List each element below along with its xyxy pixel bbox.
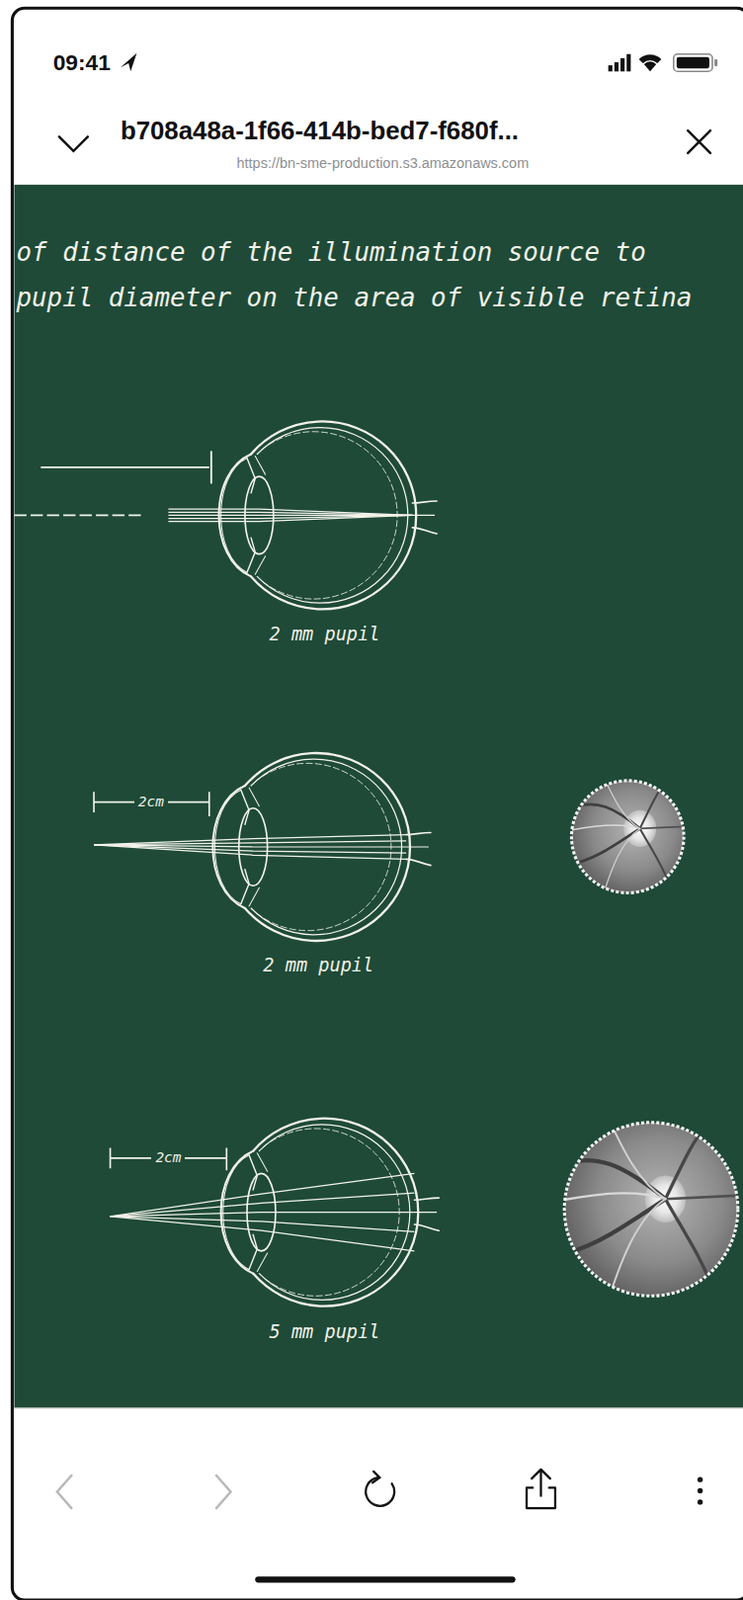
battery-level	[676, 57, 710, 69]
ray	[93, 844, 407, 853]
pupil-label: 2 mm pupil	[269, 623, 381, 646]
battery-tip	[714, 59, 718, 67]
toolbar-divider	[13, 1406, 743, 1408]
status-time: 09:41	[53, 49, 111, 77]
back-button	[57, 1475, 72, 1508]
pupil-label: 5 mm pupil	[269, 1320, 381, 1343]
close-icon	[687, 130, 711, 154]
ray	[110, 1216, 415, 1232]
retinal-vessels	[501, 1084, 743, 1330]
signal-bar	[626, 54, 631, 73]
menu-dot	[697, 1476, 703, 1482]
light-rays	[110, 1172, 438, 1250]
share-button	[526, 1469, 556, 1508]
ray	[110, 1172, 415, 1216]
signal-bar	[620, 58, 625, 72]
menu-dot	[697, 1487, 703, 1493]
chalkboard-heading: of distance of the illumination source t…	[16, 229, 724, 322]
chalkboard	[13, 184, 743, 1408]
fundus-view	[501, 1084, 743, 1330]
reload-button	[365, 1477, 395, 1506]
collapse-chevron	[59, 136, 88, 151]
wifi-icon	[639, 54, 662, 72]
ray	[110, 1216, 415, 1251]
forward-button	[216, 1475, 231, 1508]
distance-label: 2cm	[151, 1149, 185, 1166]
signal-bar	[608, 65, 613, 72]
ray	[93, 840, 407, 845]
reload-arrow	[372, 1471, 380, 1483]
ray	[167, 514, 413, 521]
dimension-bracket	[110, 1148, 228, 1171]
light-rays	[167, 508, 435, 521]
distance-line	[40, 466, 209, 469]
light-rays	[93, 834, 429, 860]
signal-bar	[614, 62, 619, 72]
ray	[167, 508, 413, 515]
fundus-view	[537, 756, 712, 910]
dimension-bracket	[93, 791, 210, 817]
menu-dot	[697, 1498, 703, 1504]
home-indicator	[254, 1575, 515, 1582]
fundus-outline	[571, 780, 684, 894]
pupil-label: 2 mm pupil	[262, 954, 374, 977]
page-title: b708a48a-1f66-414b-bed7-f680f...	[120, 115, 519, 147]
retinal-vessels	[537, 756, 712, 910]
distance-line	[13, 513, 143, 516]
ray	[93, 844, 407, 859]
battery-outline	[673, 54, 713, 73]
ray	[93, 834, 407, 845]
fundus-outline	[564, 1122, 739, 1297]
ray	[110, 1212, 438, 1217]
screen-frame	[11, 7, 743, 1600]
location-arrow	[120, 53, 138, 73]
page-url: https://bn-sme-production.s3.amazonaws.c…	[237, 155, 530, 172]
distance-tick	[210, 450, 213, 484]
distance-label: 2cm	[134, 793, 168, 811]
